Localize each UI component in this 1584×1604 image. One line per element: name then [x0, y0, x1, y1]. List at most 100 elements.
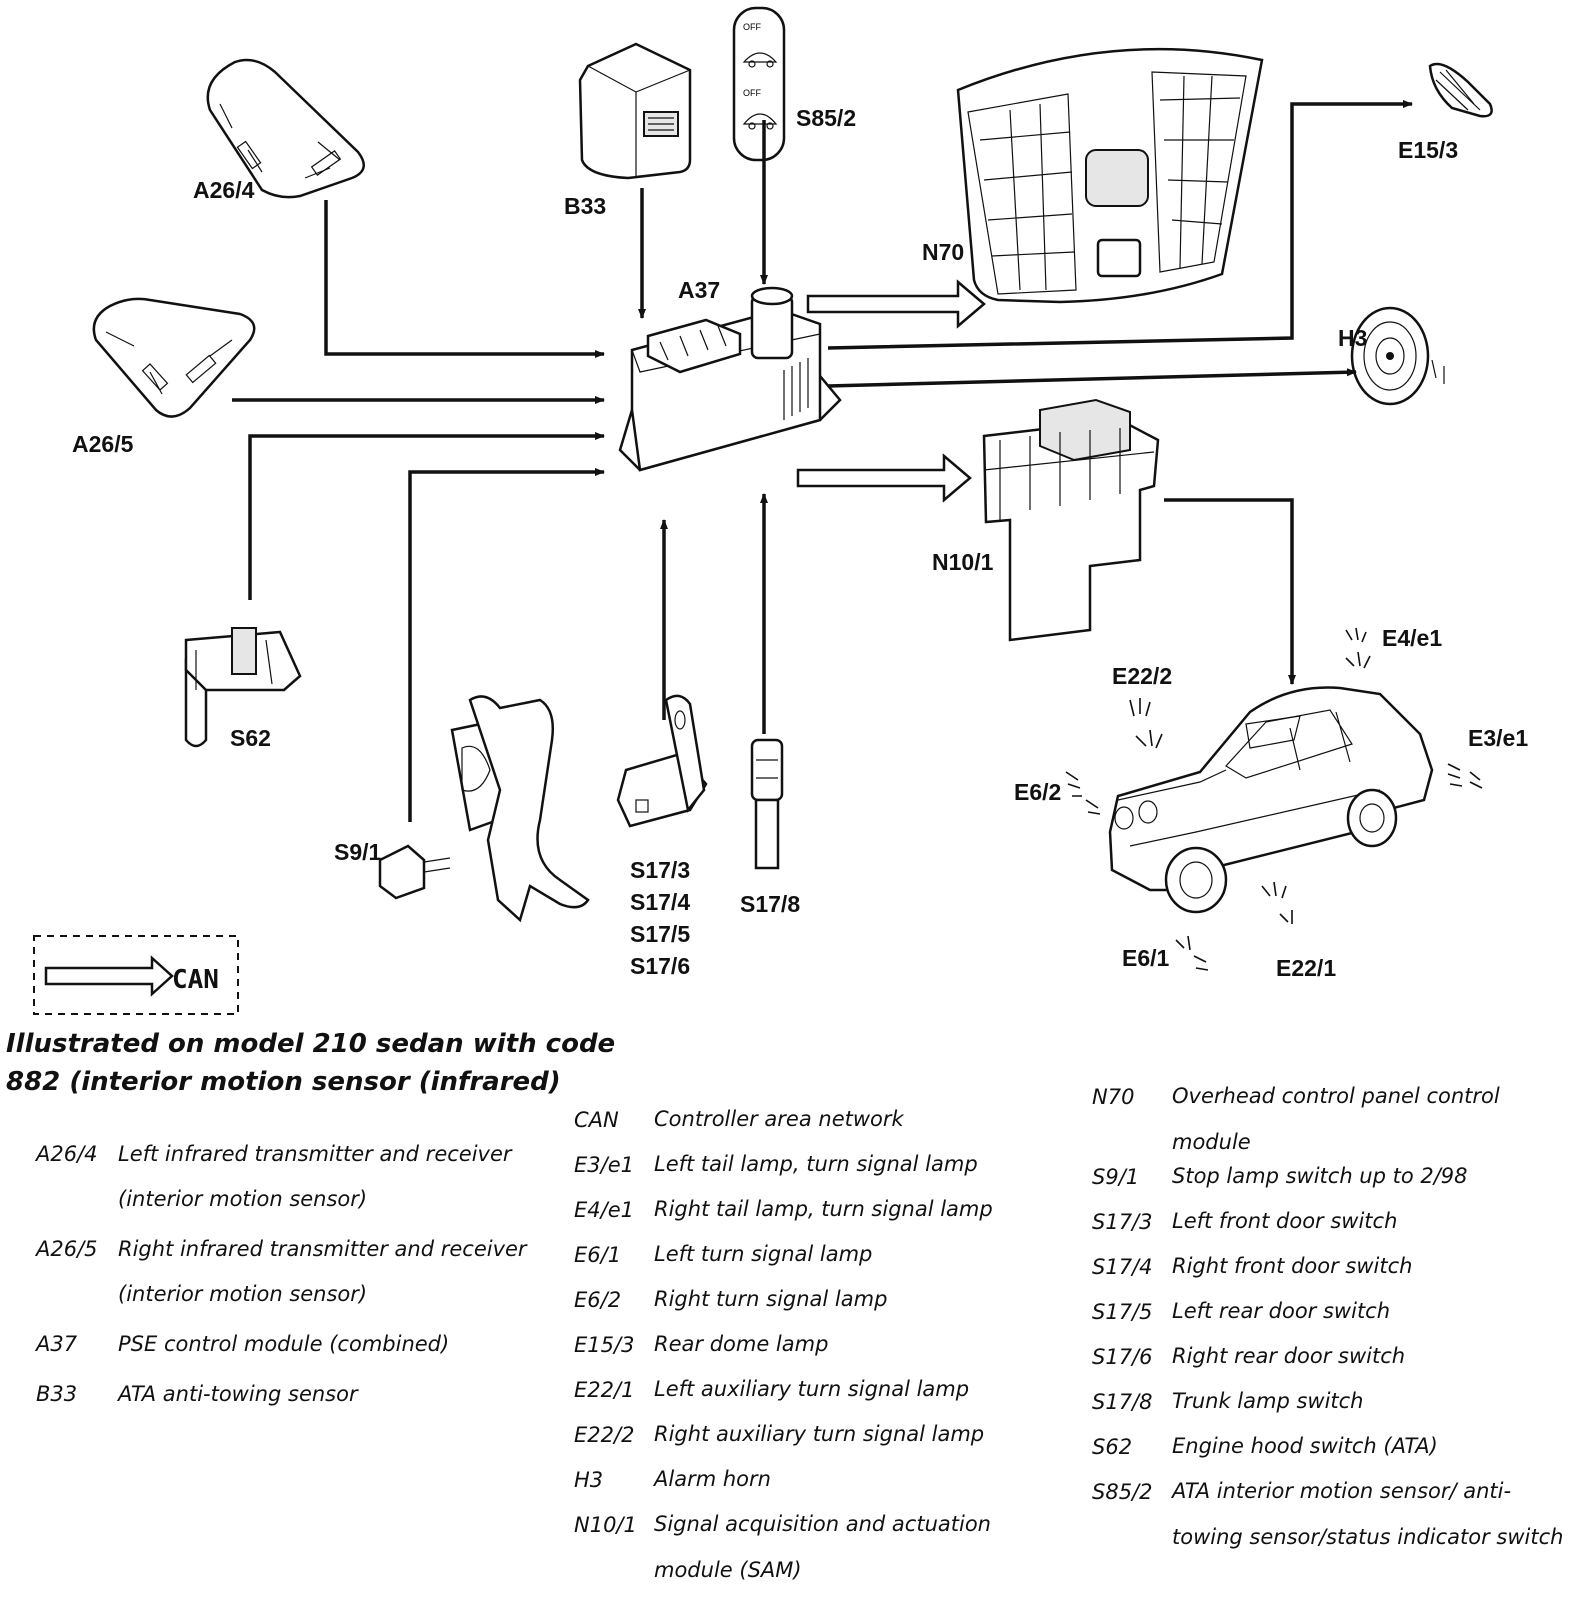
legend-code: N70 — [1092, 1085, 1135, 1109]
legend-code: CAN — [574, 1108, 619, 1132]
legend-description: Stop lamp switch up to 2/98 — [1172, 1164, 1468, 1188]
label-n70: N70 — [922, 239, 964, 265]
legend-description: ATA anti-towing sensor — [118, 1382, 358, 1406]
label-a26-4: A26/4 — [193, 177, 255, 203]
sedan-vehicle — [1108, 686, 1434, 914]
legend-code: H3 — [574, 1468, 604, 1492]
legend-description: Right front door switch — [1172, 1254, 1413, 1278]
legend-code: E3/e1 — [574, 1153, 634, 1177]
s85-2-switch: OFF OFF — [732, 6, 786, 162]
wiring-diagram: OFF OFF — [33, 6, 1528, 1015]
legend-row: E6/1 Left turn signal lamp — [574, 1242, 1034, 1288]
brake-pedal — [450, 695, 590, 923]
can-bus-arrows — [796, 279, 986, 503]
legend-row: N70 Overhead control panel control module — [1092, 1084, 1572, 1165]
legend-code: E6/2 — [574, 1288, 622, 1312]
legend-row: S9/1 Stop lamp switch up to 2/98 — [1092, 1164, 1572, 1210]
label-e6-1: E6/1 — [1122, 945, 1170, 971]
legend-row: S85/2 ATA interior motion sensor/ anti-to… — [1092, 1479, 1572, 1560]
n70-overhead-panel — [956, 47, 1264, 304]
legend-code: E22/2 — [574, 1423, 635, 1447]
legend-right: N70 Overhead control panel control module… — [1092, 1084, 1572, 1560]
legend-code: E22/1 — [574, 1378, 635, 1402]
legend-description: Left infrared transmitter and receiver (… — [118, 1142, 512, 1211]
a26-4-sensor — [206, 58, 365, 199]
legend-description: Left rear door switch — [1172, 1299, 1391, 1323]
label-s17-8: S17/8 — [740, 891, 800, 917]
b33-sensor — [578, 42, 692, 180]
legend-code: E15/3 — [574, 1333, 635, 1357]
legend-description: Left tail lamp, turn signal lamp — [654, 1152, 978, 1176]
s62-hood-switch — [184, 627, 302, 748]
can-legend-key: CAN — [33, 935, 239, 1015]
a26-5-sensor — [92, 297, 256, 418]
legend-code: S85/2 — [1092, 1480, 1153, 1504]
legend-code: E4/e1 — [574, 1198, 634, 1222]
label-e15-3: E15/3 — [1398, 137, 1458, 163]
label-e22-2: E22/2 — [1112, 663, 1172, 689]
label-s17-5: S17/5 — [630, 921, 690, 947]
legend-description: Right turn signal lamp — [654, 1287, 888, 1311]
legend-description: Right tail lamp, turn signal lamp — [654, 1197, 993, 1221]
s17-8-trunk-switch — [750, 738, 784, 870]
legend-description: Engine hood switch (ATA) — [1172, 1434, 1438, 1458]
legend-description: Overhead control panel control module — [1172, 1084, 1500, 1154]
label-s9-1: S9/1 — [334, 839, 382, 865]
legend-row: E15/3 Rear dome lamp — [574, 1332, 1034, 1378]
e15-3-dome-lamp — [1428, 62, 1493, 118]
legend-row: H3 Alarm horn — [574, 1467, 1034, 1513]
legend-row: N10/1 Signal acquisition and actuation mo… — [574, 1512, 1034, 1582]
a37-control-module — [618, 286, 842, 472]
legend-row: B33 ATA anti-towing sensor — [36, 1382, 596, 1417]
label-s17-6: S17/6 — [630, 953, 690, 979]
legend-description: Right infrared transmitter and receiver … — [118, 1237, 527, 1306]
legend-description: Signal acquisition and actuation module … — [654, 1512, 991, 1582]
legend-code: E6/1 — [574, 1243, 622, 1267]
label-e22-1: E22/1 — [1276, 955, 1336, 981]
label-s17-4: S17/4 — [630, 889, 690, 915]
legend-code: S9/1 — [1092, 1165, 1140, 1189]
legend-code: B33 — [36, 1382, 78, 1406]
legend-code: S17/4 — [1092, 1255, 1153, 1279]
lamp-rays — [1065, 627, 1483, 971]
svg-text:OFF: OFF — [743, 88, 761, 98]
legend-description: Left turn signal lamp — [654, 1242, 873, 1266]
legend-description: ATA interior motion sensor/ anti-towing … — [1172, 1479, 1564, 1549]
n10-1-sam-module — [982, 398, 1160, 642]
label-a26-5: A26/5 — [72, 431, 134, 457]
label-n10-1: N10/1 — [932, 549, 994, 575]
legend-row: E3/e1 Left tail lamp, turn signal lamp — [574, 1152, 1034, 1198]
label-h3: H3 — [1338, 325, 1367, 351]
h3-alarm-horn — [1350, 306, 1445, 406]
label-e6-2: E6/2 — [1014, 779, 1061, 805]
legend-row: E22/1 Left auxiliary turn signal lamp — [574, 1377, 1034, 1423]
label-e4-e1: E4/e1 — [1382, 625, 1442, 651]
legend-code: N10/1 — [574, 1513, 637, 1537]
label-b33: B33 — [564, 193, 606, 219]
legend-description: Left auxiliary turn signal lamp — [654, 1377, 970, 1401]
legend-code: A37 — [36, 1332, 78, 1356]
legend-description: Rear dome lamp — [654, 1332, 829, 1356]
legend-description: Left front door switch — [1172, 1209, 1398, 1233]
s9-1-stop-lamp-switch — [378, 844, 451, 900]
label-a37: A37 — [678, 277, 720, 303]
legend-description: Alarm horn — [654, 1467, 771, 1491]
legend-code: A26/5 — [36, 1237, 98, 1261]
s17-door-switch — [616, 694, 708, 828]
can-key-label: CAN — [172, 965, 219, 995]
label-e3-e1: E3/e1 — [1468, 725, 1528, 751]
legend-row: E6/2 Right turn signal lamp — [574, 1287, 1034, 1333]
label-s85-2: S85/2 — [796, 105, 856, 131]
legend-row: S17/4 Right front door switch — [1092, 1254, 1572, 1300]
legend-row: E4/e1 Right tail lamp, turn signal lamp — [574, 1197, 1034, 1243]
svg-text:OFF: OFF — [743, 22, 761, 32]
legend-code: A26/4 — [36, 1142, 98, 1166]
